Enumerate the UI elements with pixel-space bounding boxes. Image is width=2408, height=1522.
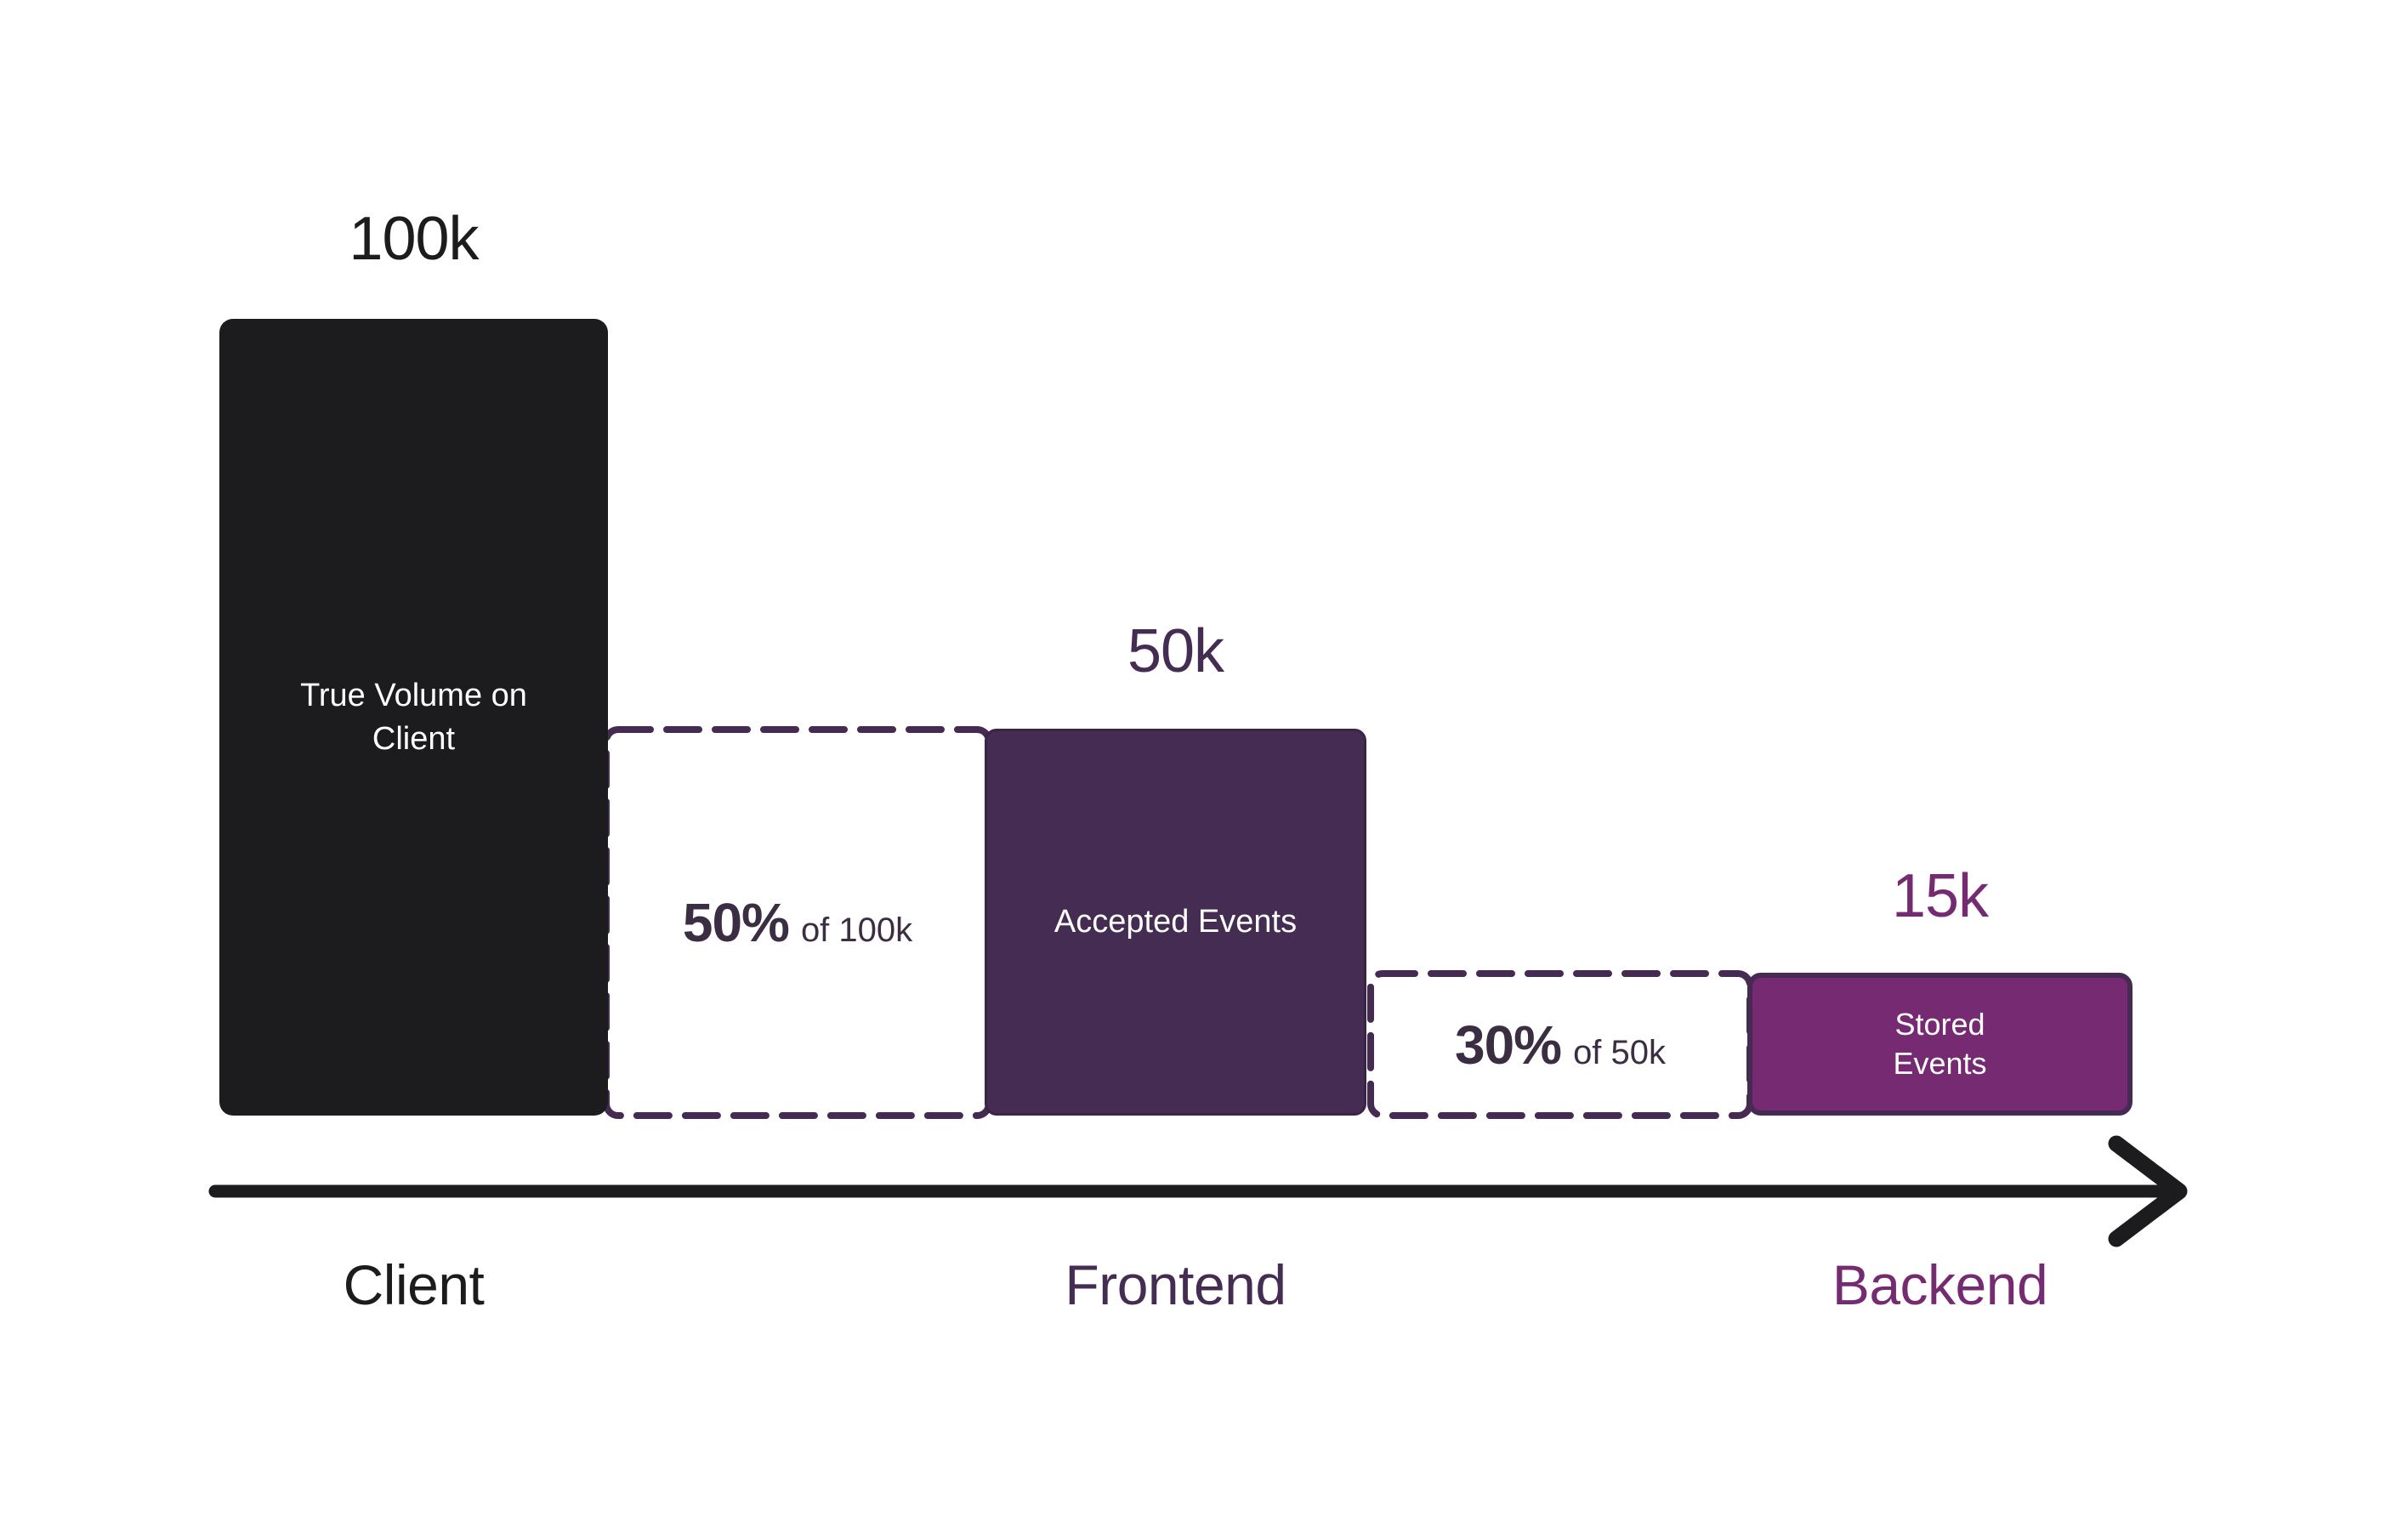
bar-label-frontend: Accepted Events — [1054, 904, 1298, 940]
stage-label-frontend: Frontend — [1065, 1253, 1286, 1316]
bar-label-client: True Volume on Client — [300, 678, 527, 757]
bar-frontend: Accepted Events — [985, 729, 1366, 1116]
reduction-text-2: 30% of 50k — [1455, 1018, 1666, 1072]
reduction-box-client-to-frontend: 50% of 100k — [603, 726, 992, 1119]
reduction-percent-1: 50% — [682, 892, 790, 953]
bar-label-backend: Stored Events — [1893, 1006, 1987, 1081]
reduction-text-1: 50% of 100k — [683, 895, 912, 950]
bar-client: True Volume on Client — [219, 319, 608, 1116]
value-label-backend: 15k — [1891, 862, 1989, 930]
reduction-of-2: of 50k — [1573, 1033, 1667, 1071]
bar-backend: Stored Events — [1747, 973, 2133, 1116]
reduction-of-1: of 100k — [800, 911, 913, 949]
reduction-percent-2: 30% — [1454, 1014, 1562, 1076]
value-label-client: 100k — [349, 205, 479, 273]
stage-label-backend: Backend — [1832, 1253, 2048, 1316]
value-label-frontend: 50k — [1127, 617, 1224, 685]
stage-label-client: Client — [343, 1253, 485, 1316]
reduction-box-frontend-to-backend: 30% of 50k — [1367, 970, 1753, 1119]
flow-arrow-icon — [208, 1135, 2188, 1247]
